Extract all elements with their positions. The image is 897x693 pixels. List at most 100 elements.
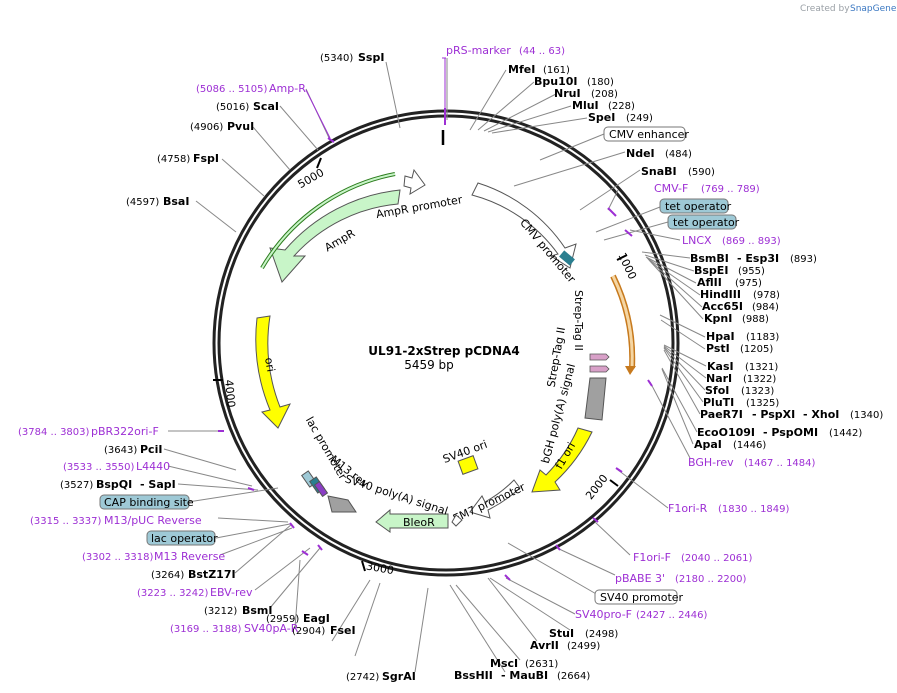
enz-msci-name: MscI (490, 657, 518, 670)
primer-sv40par-range: (3169 .. 3188) (170, 624, 242, 635)
ampr-arrow (269, 189, 401, 283)
enz-eagi-pos: (2959) (266, 614, 299, 625)
enz-acc65i-name: Acc65I (702, 300, 743, 313)
primer-sv40par-name: SV40pA-R (244, 622, 299, 635)
m13-rev-mark (313, 480, 329, 498)
strep-tag-2 (589, 365, 610, 373)
enz-mlui-name: MluI (572, 99, 599, 112)
enz-nrui-name: NruI (554, 87, 581, 100)
ori-arrow (255, 315, 291, 429)
primer-sv40prof-range: (2427 .. 2446) (636, 610, 708, 621)
enz-nrui-pos: (208) (591, 89, 618, 100)
strep-tag-label-1: Strep-Tag II (572, 290, 585, 351)
enz-avrii-pos: (2499) (567, 641, 600, 652)
enz-bsmbi-pos: (893) (790, 254, 817, 265)
enz-bspqi-name: BspQI (96, 478, 132, 491)
ampr-promoter-arrow (403, 168, 426, 195)
enz-hpai-pos: (1183) (746, 332, 779, 343)
em7-promoter-label: EM7 promoter (451, 480, 528, 525)
enz-bsmbi-name: BsmBI (690, 252, 729, 265)
ori-label: ori (262, 357, 277, 373)
enz-acc65i-pos: (984) (752, 302, 779, 313)
enz-bspqi-pos: (3527) (60, 480, 93, 491)
primer-lncx-name: LNCX (682, 234, 712, 247)
primer-l4440-name: L4440 (136, 460, 170, 473)
leader-lines (163, 58, 707, 673)
primer-labels: pRS-marker (44 .. 63) CMV-F (769 .. 789)… (18, 44, 816, 635)
enz-hindiii-name: HindIII (700, 288, 741, 301)
box-tetop1-bg (659, 198, 729, 214)
primer-pbabe-range: (2180 .. 2200) (675, 574, 747, 585)
enz-eagi-name: EagI (303, 612, 330, 625)
primer-l4440-range: (3533 .. 3550) (63, 462, 135, 473)
enz-pcii-pos: (3643) (104, 445, 137, 456)
enz-pspomi-name: - PspOMI (763, 426, 818, 439)
enz-spei-pos: (249) (626, 113, 653, 124)
enz-kpni-name: KpnI (704, 312, 732, 325)
enz-bsshii-pos: (2664) (557, 671, 590, 682)
box-sv40prom-bg (594, 589, 678, 605)
enz-mfei-pos: (161) (543, 65, 570, 76)
enz-bsmi-pos: (3212) (204, 606, 237, 617)
enz-pspxi-name: - PspXI (752, 408, 795, 421)
enz-snabi-pos: (590) (688, 167, 715, 178)
ampr-outline-bar-inner (261, 173, 396, 269)
enz-psti-name: PstI (706, 342, 730, 355)
plasmid-size: 5459 bp (404, 358, 454, 372)
bleor-arrow (375, 508, 449, 533)
backbone-inner (217, 114, 675, 572)
enz-paer7i-name: PaeR7I (700, 408, 743, 421)
enz-sfoi-pos: (1323) (741, 386, 774, 397)
enz-sgrai-pos: (2742) (346, 672, 379, 683)
box-tetop1-label: tet operator (665, 200, 732, 213)
plasmid-name: UL91-2xStrep pCDNA4 (368, 344, 519, 358)
enz-msci-pos: (2631) (525, 659, 558, 670)
bgh-box (584, 377, 607, 421)
enz-pvui-name: PvuI (227, 120, 254, 133)
strep-tag-1 (589, 353, 610, 361)
primer-marks (218, 108, 653, 581)
enz-bsshii-name: BssHII (454, 669, 493, 682)
credit-prefix: Created by (800, 4, 850, 14)
enz-psti-pos: (1205) (740, 344, 773, 355)
primer-f1orir-name: F1ori-R (668, 502, 708, 515)
enz-maubi-name: - MauBI (501, 669, 548, 682)
enz-bsmi-name: BsmI (242, 604, 273, 617)
primer-pbr322-range: (3784 .. 3803) (18, 427, 90, 438)
enz-avrii-name: AvrII (530, 639, 559, 652)
enz-bpu10i-name: Bpu10I (534, 75, 578, 88)
primer-cmvf-name: CMV-F (654, 182, 688, 195)
primer-ebvrev-range: (3223 .. 3242) (137, 588, 209, 599)
primer-ampr-name: Amp-R (269, 82, 306, 95)
feature-boxes: CMV enhancer tet operator tet operator S… (99, 126, 740, 605)
tick-3000: 3000 (365, 560, 395, 578)
enz-bstz17i-pos: (3264) (151, 570, 184, 581)
enz-scai-name: ScaI (253, 100, 279, 113)
enz-fsei-name: FseI (330, 624, 356, 637)
box-cmv-enhancer-label: CMV enhancer (609, 128, 689, 141)
enz-pvui-pos: (4906) (190, 122, 223, 133)
box-lacop-bg (146, 530, 216, 546)
enz-stui-pos: (2498) (585, 629, 618, 640)
primer-lncx-range: (869 .. 893) (722, 236, 781, 247)
enz-aflii-name: AflII (697, 276, 722, 289)
enz-bpu10i-pos: (180) (587, 77, 614, 88)
f1-ori-arrow (531, 427, 593, 493)
box-sv40prom-label: SV40 promoter (600, 591, 684, 604)
enz-kasi-pos: (1321) (745, 362, 778, 373)
primer-m13rev-name: M13 Reverse (154, 550, 225, 563)
tick-1000: 1000 (615, 251, 639, 282)
enz-ndei-name: NdeI (626, 147, 655, 160)
enz-bsai-name: BsaI (163, 195, 189, 208)
box-cap-label: CAP binding site (104, 496, 194, 509)
enz-snabi-name: SnaBI (641, 165, 677, 178)
enz-sfoi-name: SfoI (705, 384, 729, 397)
box-cap-bg (99, 494, 190, 510)
enz-pcii-name: PciI (140, 443, 162, 456)
primer-cmvf-range: (769 .. 789) (701, 184, 760, 195)
enz-kpni-pos: (988) (742, 314, 769, 325)
sv40-ori-box (457, 455, 479, 475)
enz-xhoi-name: - XhoI (803, 408, 839, 421)
insert-orange-arc-inner (611, 275, 634, 369)
enz-eco0109i-pos: (1442) (829, 428, 862, 439)
